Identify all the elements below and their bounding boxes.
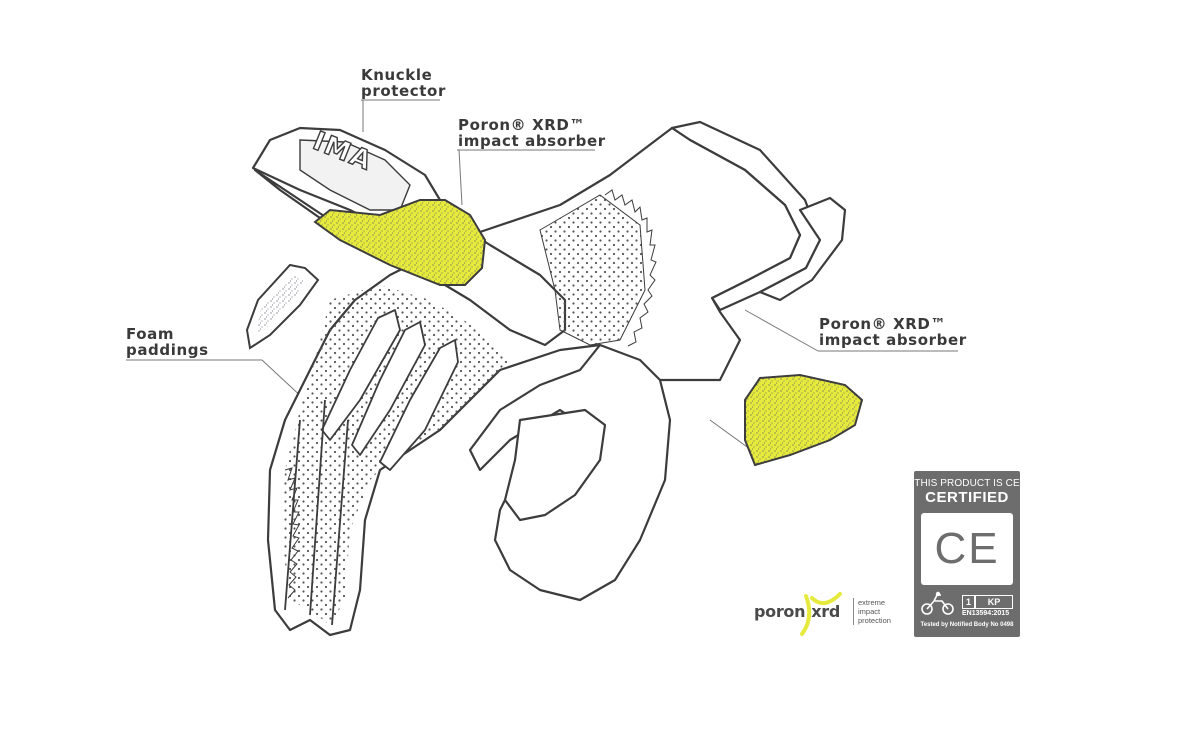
- ce-category-box: KP: [975, 595, 1013, 609]
- knuckle-protector: IMA: [251, 126, 442, 232]
- strap-tab: [758, 196, 847, 302]
- ce-top-line: THIS PRODUCT IS CE: [914, 478, 1020, 489]
- callout-foam-line1: Foam: [126, 325, 175, 343]
- xrd-swoosh-icon: [800, 592, 842, 636]
- ce-tested-by: Tested by Notified Body No 0498: [920, 622, 1014, 628]
- motorcycle-icon: [921, 591, 954, 615]
- poron-tagline-3: protection: [858, 616, 891, 625]
- callout-knuckle-protector: Knuckle protector: [361, 67, 446, 99]
- ce-level-box: 1: [962, 595, 975, 609]
- poron-word-a: poron: [754, 602, 806, 621]
- ce-certification-badge: THIS PRODUCT IS CE CERTIFIED CE 1 KP EN1…: [914, 471, 1020, 637]
- ce-standard: EN13594:2015: [962, 610, 1010, 617]
- callout-poron-top-line1: Poron® XRD™: [458, 116, 586, 134]
- poron-tagline-2: impact: [858, 607, 881, 616]
- callout-poron-right-line1: Poron® XRD™: [819, 315, 947, 333]
- callout-foam-line2: paddings: [126, 341, 209, 359]
- poron-tagline-1: extreme: [858, 598, 886, 607]
- thumb-tip: [503, 408, 607, 522]
- callout-foam-paddings: Foam paddings: [126, 326, 209, 358]
- callout-knuckle-line1: Knuckle: [361, 66, 433, 84]
- poron-xrd-logo: poron xrd extreme impact protection: [754, 588, 904, 640]
- poron-wordmark: poron xrd: [754, 602, 840, 621]
- callout-poron-right-line2: impact absorber: [819, 331, 967, 349]
- callout-poron-top: Poron® XRD™ impact absorber: [458, 117, 606, 149]
- stitching: [284, 189, 657, 599]
- poron-word-b: xrd: [811, 602, 840, 621]
- finger-strips: [284, 309, 459, 626]
- poron-tagline: extreme impact protection: [853, 598, 891, 625]
- ce-mark: CE: [934, 524, 1000, 573]
- callout-poron-right: Poron® XRD™ impact absorber: [819, 316, 967, 348]
- callout-poron-top-line2: impact absorber: [458, 132, 606, 150]
- leader-lines: [126, 99, 958, 461]
- ce-mark-box: CE: [921, 513, 1013, 585]
- ce-certified-label: CERTIFIED: [925, 489, 1009, 506]
- callout-knuckle-line2: protector: [361, 82, 446, 100]
